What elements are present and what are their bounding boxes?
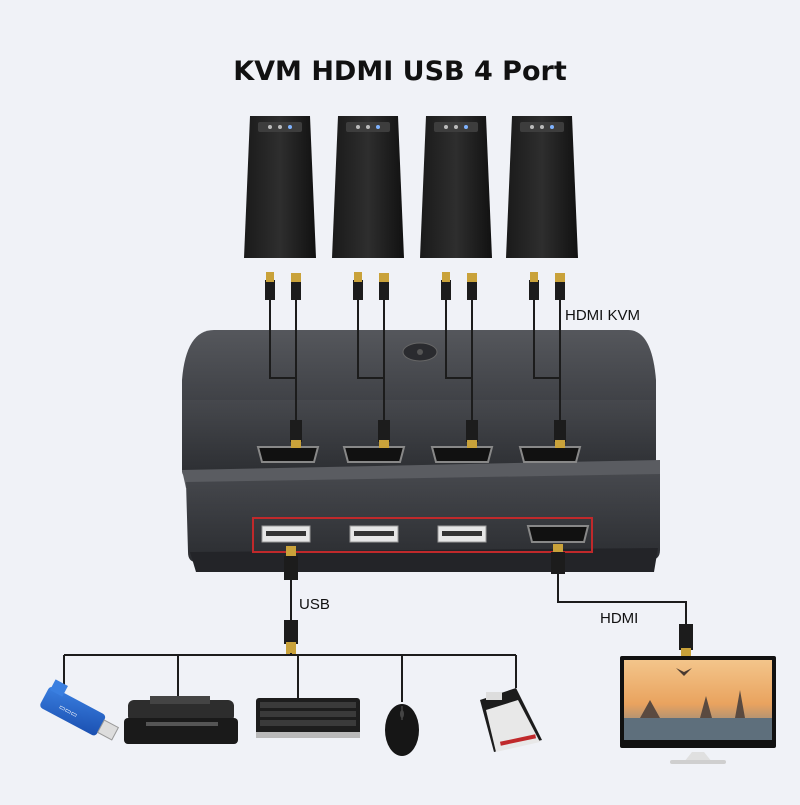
hdmi-kvm-label: HDMI KVM	[565, 307, 640, 324]
hdmi-input-port-4	[520, 447, 580, 462]
hdmi-output-port	[528, 526, 588, 542]
scanner	[480, 688, 542, 752]
usb-port-2	[350, 526, 398, 542]
select-button	[417, 349, 423, 355]
pc-tower-1	[244, 116, 316, 258]
usb-port-1	[262, 526, 310, 542]
diagram-title: KVM HDMI USB 4 Port	[0, 56, 800, 87]
pc-tower-2	[332, 116, 404, 258]
usb-hub-lines	[64, 655, 516, 702]
hdmi-input-port-1	[258, 447, 318, 462]
printer	[124, 696, 238, 744]
monitor	[620, 656, 776, 764]
hdmi-input-port-2	[344, 447, 404, 462]
pc-tower-3	[420, 116, 492, 258]
pc-tower-4	[506, 116, 578, 258]
hdmi-input-port-3	[432, 447, 492, 462]
keyboard	[256, 698, 360, 738]
usb-cable	[284, 546, 298, 655]
usb-label: USB	[299, 596, 330, 613]
usb-port-3	[438, 526, 486, 542]
usb-flash-drive: ▭▭▭	[39, 678, 125, 744]
mouse	[385, 704, 419, 756]
hdmi-label: HDMI	[600, 610, 638, 627]
